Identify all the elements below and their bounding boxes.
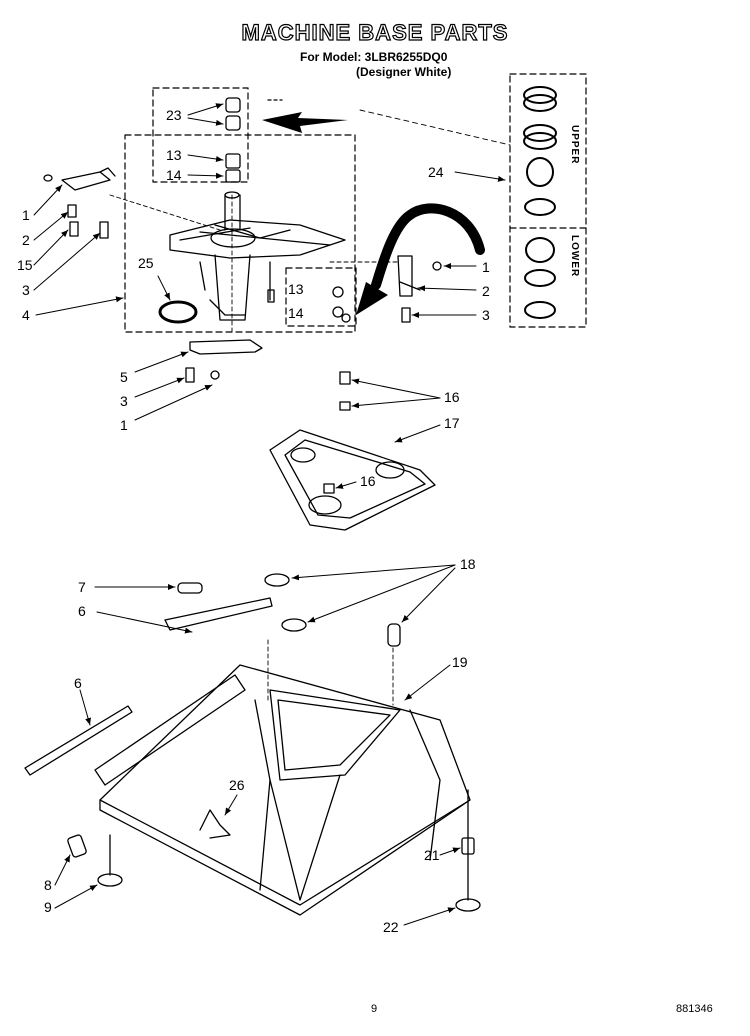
part-right-bracket: [329, 255, 442, 323]
part-26-clip: [199, 809, 231, 839]
part-7-spring: [177, 582, 203, 594]
callout-14: 14: [288, 305, 304, 321]
part-18-clip-b: [281, 618, 307, 632]
page-title: MACHINE BASE PARTS: [241, 19, 509, 45]
callout-2: 2: [22, 232, 30, 248]
callout-23: 23: [166, 107, 182, 123]
part-spider-assembly: [169, 191, 346, 336]
callout-16: 16: [360, 473, 376, 489]
kit-upper-label: UPPER: [569, 125, 580, 165]
callout-15: 15: [17, 257, 33, 273]
callout-1: 1: [482, 259, 490, 275]
callout-1: 1: [22, 207, 30, 223]
callout-25: 25: [138, 255, 154, 271]
box-spider-assembly: [124, 134, 356, 333]
callout-5: 5: [120, 369, 128, 385]
callout-3: 3: [22, 282, 30, 298]
part-stack-upper: [225, 97, 241, 183]
callout-1: 1: [120, 417, 128, 433]
color-line: (Designer White): [356, 65, 452, 79]
kit-24-seals: [523, 86, 557, 319]
model-subtitle: For Model: 3LBR6255DQ0 (Designer White): [300, 50, 451, 80]
callout-24: 24: [428, 164, 444, 180]
callout-18: 18: [460, 556, 476, 572]
box-kit-24: [509, 73, 587, 328]
page-number: 9: [371, 1003, 378, 1015]
callout-16: 16: [444, 389, 460, 405]
part-9-leg: [97, 834, 123, 887]
big-arrow-upper: [262, 112, 348, 133]
callout-17: 17: [444, 415, 460, 431]
part-17-mount-plate: [269, 371, 436, 531]
dashed-group-boxes: [124, 73, 587, 333]
callout-3: 3: [482, 307, 490, 323]
callout-4: 4: [22, 307, 30, 323]
part-6-upper: [164, 597, 273, 631]
callout-6: 6: [74, 675, 82, 691]
callout-2: 2: [482, 283, 490, 299]
leader-lines: [33, 103, 506, 926]
callout-7: 7: [78, 579, 86, 595]
callout-14: 14: [166, 167, 182, 183]
part-stack-right: [332, 286, 351, 323]
callout-21: 21: [424, 847, 440, 863]
callout-22: 22: [383, 919, 399, 935]
figure-code: 881346: [676, 1003, 713, 1015]
part-8-cap: [67, 834, 87, 858]
callout-8: 8: [44, 877, 52, 893]
part-6-lower: [24, 705, 133, 776]
callout-13: 13: [166, 147, 182, 163]
model-line: For Model: 3LBR6255DQ0: [300, 50, 448, 64]
callout-6: 6: [78, 603, 86, 619]
part-22-leg: [455, 789, 481, 912]
callout-13: 13: [288, 281, 304, 297]
callout-26: 26: [229, 777, 245, 793]
part-18-clip-c: [387, 623, 401, 647]
box-13-14-right: [285, 267, 357, 327]
part-left-bracket: [43, 167, 221, 239]
part-19-base-frame: [94, 639, 471, 916]
part-25-ring: [158, 300, 198, 324]
callout-19: 19: [452, 654, 468, 670]
part-5-bracket: [189, 339, 263, 355]
callout-9: 9: [44, 899, 52, 915]
part-18-clip-a: [264, 573, 290, 587]
kit-lower-label: LOWER: [569, 235, 580, 278]
callout-3: 3: [120, 393, 128, 409]
big-arrow-curved: [371, 203, 485, 290]
